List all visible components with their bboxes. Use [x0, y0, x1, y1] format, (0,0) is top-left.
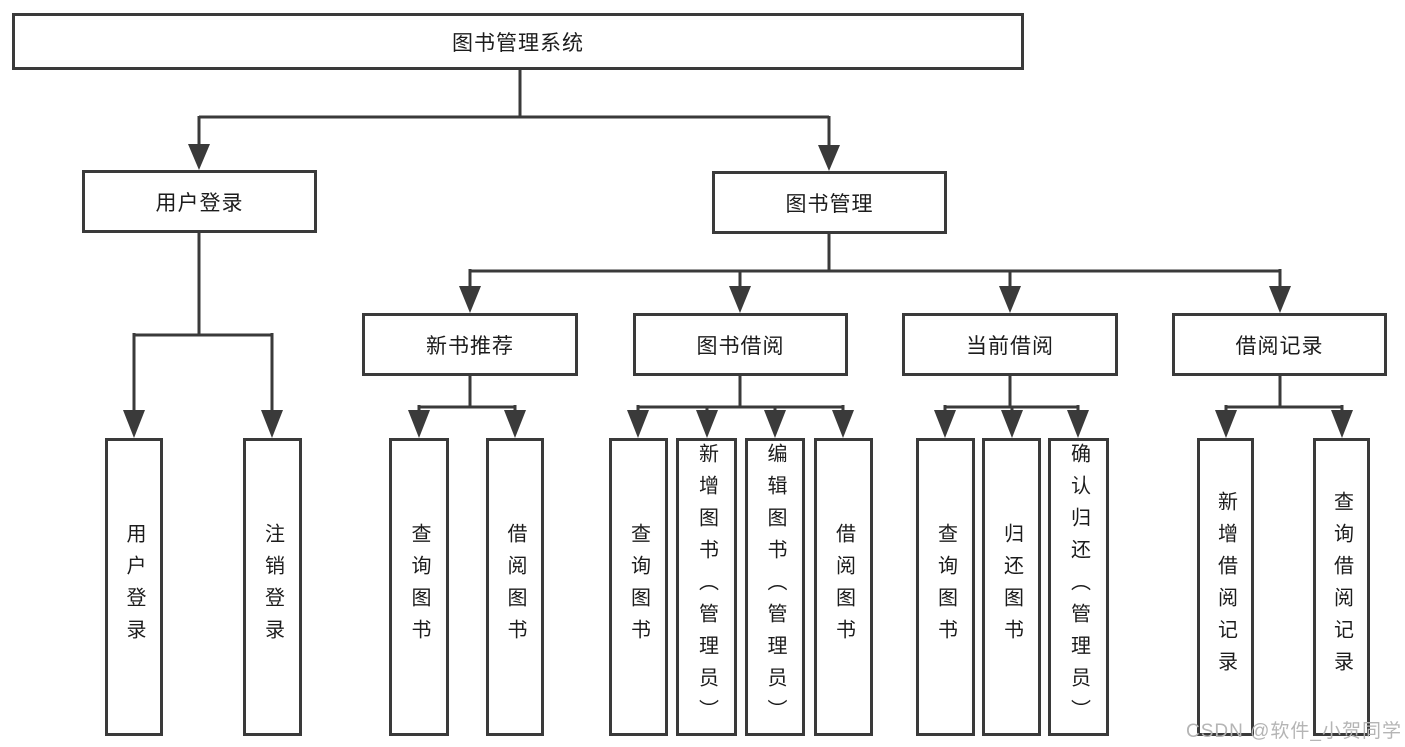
node-borrow-record: 借阅记录 — [1172, 313, 1387, 376]
node-user-login: 用户登录 — [82, 170, 317, 233]
node-user-login-label: 用户登录 — [155, 191, 244, 215]
leaf-user-login: 用户登录 — [105, 438, 163, 736]
leaf-user-login-label: 用户登录 — [123, 523, 145, 651]
leaf-add-borrow-record-label: 新增借阅记录 — [1214, 491, 1237, 683]
node-current-borrow-label: 当前借阅 — [966, 334, 1054, 358]
leaf-add-borrow-record: 新增借阅记录 — [1197, 438, 1254, 736]
node-new-book-recommend: 新书推荐 — [362, 313, 578, 376]
leaf-return-books: 归还图书 — [982, 438, 1041, 736]
leaf-borrow-books-recommend-label: 借阅图书 — [504, 523, 526, 651]
leaf-query-books-borrow: 查询图书 — [609, 438, 668, 736]
leaf-borrow-books-recommend: 借阅图书 — [486, 438, 544, 736]
node-root: 图书管理系统 — [12, 13, 1024, 70]
leaf-query-books-borrow-label: 查询图书 — [627, 523, 650, 651]
node-book-management: 图书管理 — [712, 171, 947, 234]
node-current-borrow: 当前借阅 — [902, 313, 1118, 376]
node-root-label: 图书管理系统 — [452, 31, 584, 55]
leaf-confirm-return-admin-label: 确认归还（管理员） — [1067, 443, 1090, 731]
node-new-book-recommend-label: 新书推荐 — [426, 334, 514, 358]
leaf-borrow-books-label: 借阅图书 — [832, 523, 855, 651]
leaf-query-books-recommend-label: 查询图书 — [408, 523, 430, 651]
csdn-watermark: CSDN @软件_小贺同学 — [1186, 721, 1402, 742]
leaf-query-borrow-record-label: 查询借阅记录 — [1330, 491, 1353, 683]
leaf-query-books-recommend: 查询图书 — [389, 438, 449, 736]
leaf-logout-label: 注销登录 — [261, 523, 284, 651]
leaf-borrow-books: 借阅图书 — [814, 438, 873, 736]
leaf-query-books-current-label: 查询图书 — [934, 523, 957, 651]
node-book-management-label: 图书管理 — [785, 192, 874, 216]
leaf-edit-books-admin: 编辑图书（管理员） — [745, 438, 805, 736]
leaf-add-books-admin: 新增图书（管理员） — [676, 438, 737, 736]
leaf-query-borrow-record: 查询借阅记录 — [1313, 438, 1370, 736]
leaf-logout: 注销登录 — [243, 438, 302, 736]
node-borrow-record-label: 借阅记录 — [1235, 334, 1324, 358]
leaf-add-books-admin-label: 新增图书（管理员） — [695, 443, 718, 731]
leaf-edit-books-admin-label: 编辑图书（管理员） — [764, 443, 786, 731]
leaf-return-books-label: 归还图书 — [1000, 523, 1023, 651]
node-book-borrow-label: 图书借阅 — [696, 334, 785, 358]
leaf-query-books-current: 查询图书 — [916, 438, 975, 736]
node-book-borrow: 图书借阅 — [633, 313, 848, 376]
leaf-confirm-return-admin: 确认归还（管理员） — [1048, 438, 1109, 736]
